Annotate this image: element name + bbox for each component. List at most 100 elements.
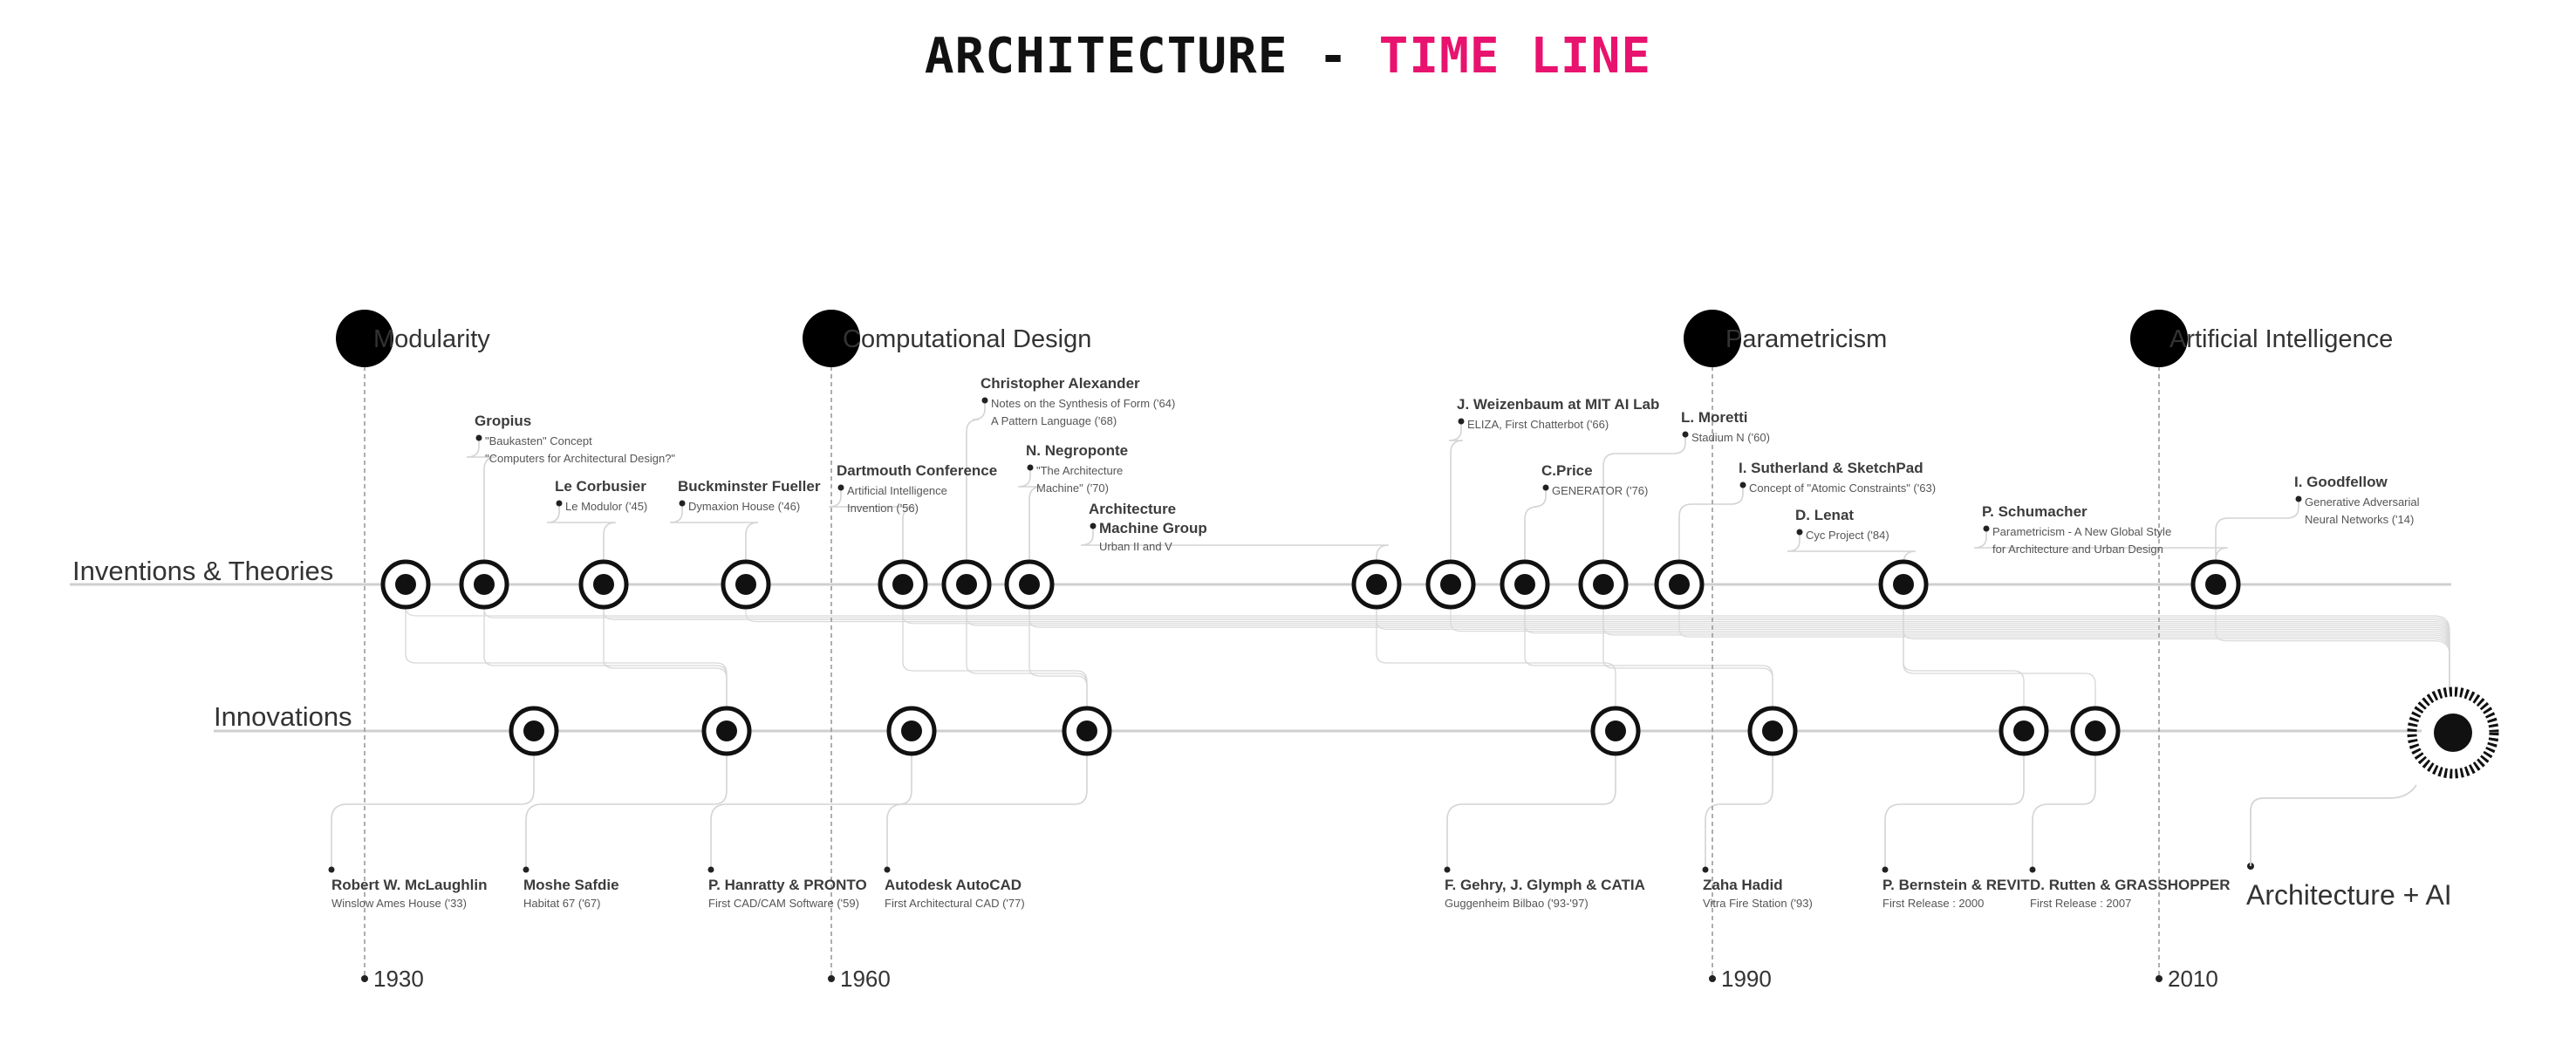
innovation-desc: First Architectural CAD ('77)	[885, 897, 1025, 910]
theory-node-core	[593, 574, 614, 595]
year-dot	[1709, 975, 1716, 982]
page-title: ARCHITECTURE - TIME LINE	[0, 28, 2576, 85]
drop-line	[483, 607, 728, 708]
era-dot	[803, 310, 860, 367]
innovation-node-core	[2013, 720, 2034, 741]
theory-pin	[1027, 464, 1034, 471]
theory-pin	[1090, 522, 1097, 529]
final-label-connector	[2250, 784, 2417, 866]
year-label: 2010	[2168, 966, 2218, 992]
theory-name: P. Schumacher	[1982, 503, 2087, 520]
innovation-node	[1747, 706, 1798, 756]
theory-node-core	[474, 574, 495, 595]
theory-leader	[1602, 434, 1686, 562]
innovation-desc: First Release : 2007	[2030, 897, 2131, 910]
theory-leader	[1017, 468, 1042, 562]
theory-leader	[546, 503, 617, 562]
innovation-node-core	[2085, 720, 2106, 741]
theory-desc: Parametricism - A New Global Style	[1992, 525, 2171, 538]
theory-desc: Invention ('56)	[847, 502, 919, 515]
theory-pin	[1739, 481, 1746, 488]
theory-pin	[1796, 529, 1803, 536]
theory-name: I. Goodfellow	[2294, 474, 2388, 490]
drop-line	[1903, 607, 2096, 708]
innovation-desc: Habitat 67 ('67)	[523, 897, 600, 910]
title-main: ARCHITECTURE -	[924, 28, 1379, 85]
drop-line	[405, 607, 728, 708]
theory-desc: "Computers for Architectural Design?"	[485, 452, 675, 465]
theory-node-core	[1593, 574, 1614, 595]
innovation-leader	[2032, 754, 2096, 870]
era-label: Parametricism	[1725, 325, 1887, 353]
era-dot	[2130, 310, 2188, 367]
theory-pin	[2295, 495, 2302, 502]
theory-desc: A Pattern Language ('68)	[991, 414, 1117, 427]
innovation-node-core	[1605, 720, 1626, 741]
theory-leader	[1524, 488, 1547, 562]
innovation-name: D. Rutten & GRASSHOPPER	[2030, 877, 2231, 893]
theory-desc: Le Modulor ('45)	[565, 500, 647, 513]
theory-name-cont: Machine Group	[1099, 520, 1207, 536]
theory-leader	[466, 438, 497, 562]
drop-line	[1602, 607, 1773, 708]
theory-pin	[837, 484, 844, 491]
theory-leader	[2215, 499, 2299, 562]
innovation-node	[1590, 706, 1641, 756]
theory-node	[1351, 559, 1402, 610]
theory-name: Dartmouth Conference	[837, 462, 997, 479]
theory-desc: Stadium N ('60)	[1691, 431, 1770, 444]
innovation-node	[2070, 706, 2121, 756]
theory-node	[941, 559, 992, 610]
innovation-leader	[331, 754, 535, 870]
bundle-line	[1678, 607, 2450, 693]
innovation-desc: Vitra Fire Station ('93)	[1703, 897, 1813, 910]
theory-desc: Urban II and V	[1099, 540, 1172, 553]
theory-leader	[828, 488, 916, 562]
row-label-innovations: Innovations	[214, 701, 352, 732]
theory-desc: for Architecture and Urban Design	[1992, 543, 2163, 556]
theory-desc: Machine" ('70)	[1036, 481, 1109, 495]
architecture-ai-node	[2407, 686, 2499, 779]
drop-line	[603, 607, 728, 708]
innovation-pin	[1882, 866, 1889, 873]
theory-name: Gropius	[475, 413, 531, 429]
theory-pin	[1983, 525, 1990, 532]
theory-node	[459, 559, 509, 610]
year-label: 1990	[1721, 966, 1772, 992]
theory-name: Christopher Alexander	[981, 375, 1140, 392]
theory-leader	[1787, 532, 1917, 564]
innovation-name: Autodesk AutoCAD	[885, 877, 1022, 893]
year-dot	[2156, 975, 2163, 982]
innovation-desc: First CAD/CAM Software ('59)	[708, 897, 859, 910]
era-label: Computational Design	[843, 325, 1091, 353]
innovation-leader	[886, 754, 1088, 870]
theory-pin	[679, 500, 686, 507]
innovation-pin	[523, 866, 530, 873]
theory-name: D. Lenat	[1795, 507, 1854, 523]
innovation-name: Zaha Hadid	[1703, 877, 1783, 893]
innovation-name: P. Hanratty & PRONTO	[708, 877, 867, 893]
theory-node	[1578, 559, 1629, 610]
theory-pin	[556, 500, 563, 507]
connector-lines	[331, 400, 2450, 870]
theory-name: Le Corbusier	[555, 478, 646, 495]
theory-desc: GENERATOR ('76)	[1552, 484, 1648, 497]
innovation-leader	[1884, 754, 2025, 870]
bundle-line	[405, 606, 2450, 693]
theory-leader	[669, 503, 759, 562]
year-label: 1960	[840, 966, 891, 992]
drop-line	[1903, 607, 2025, 708]
drop-line	[1376, 607, 1616, 708]
innovation-pin	[328, 866, 335, 873]
theory-node	[2190, 559, 2241, 610]
theory-node-core	[1366, 574, 1387, 595]
innovation-node	[509, 706, 559, 756]
innovation-node	[886, 706, 937, 756]
bundle-line	[483, 607, 2450, 693]
bundle-line	[2215, 607, 2450, 693]
theory-node	[578, 559, 629, 610]
theory-name: L. Moretti	[1681, 409, 1748, 426]
era-dot	[336, 310, 393, 367]
era-label: Modularity	[373, 325, 490, 353]
